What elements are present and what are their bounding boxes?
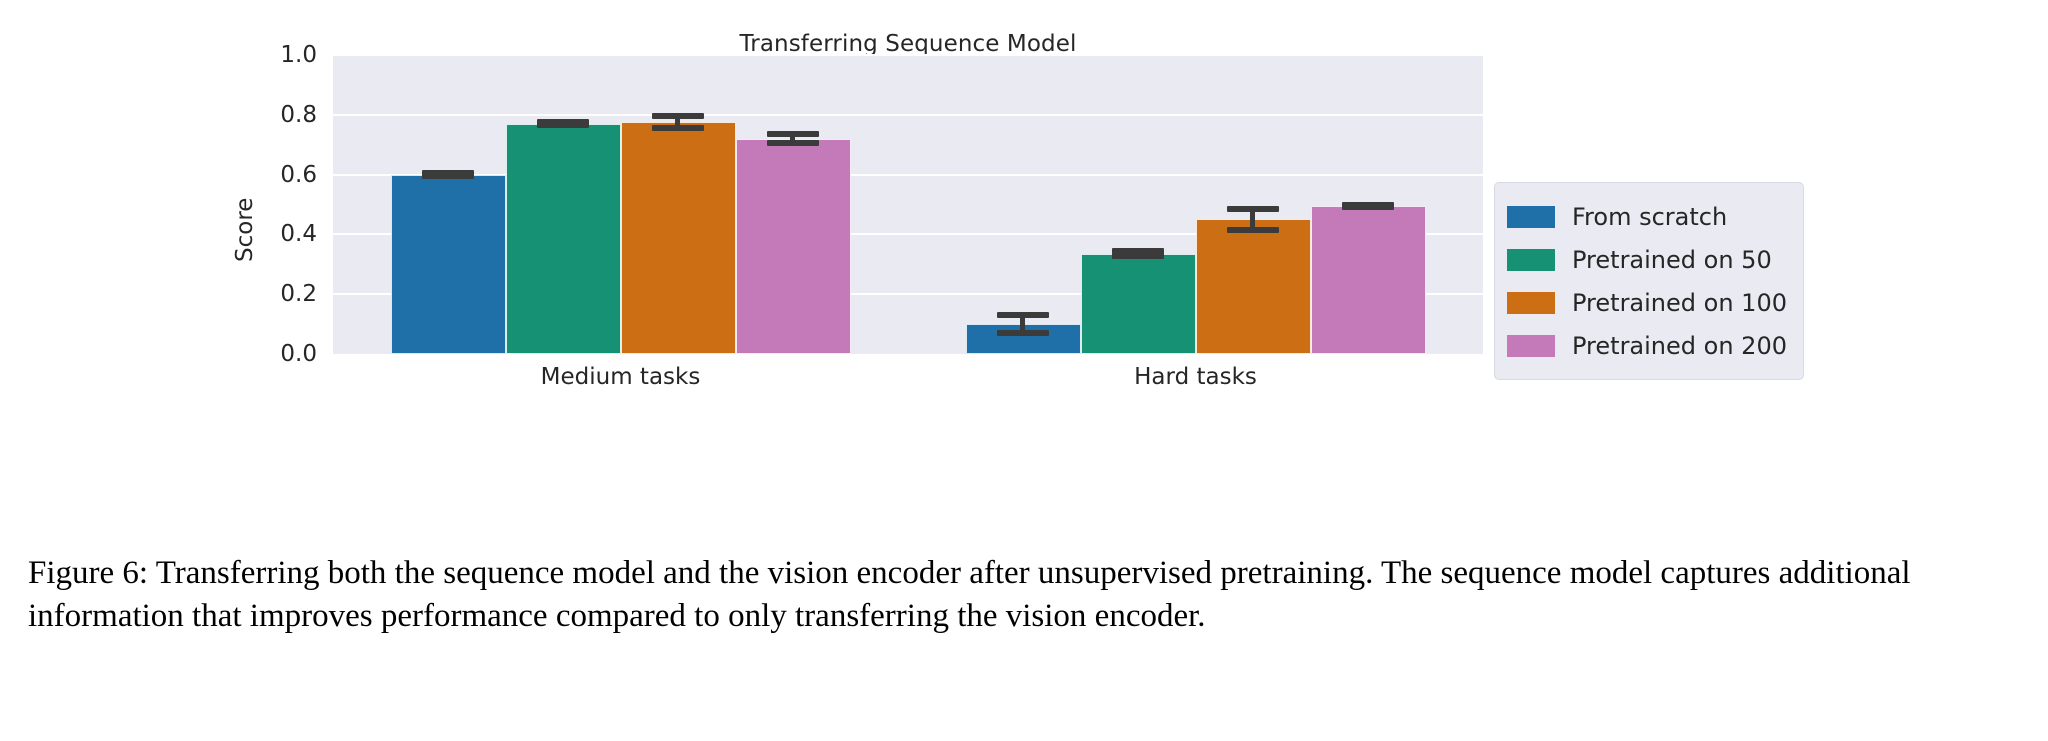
gridline bbox=[333, 173, 1483, 176]
legend-swatch bbox=[1507, 205, 1555, 228]
legend-swatch bbox=[1507, 334, 1555, 357]
gridline bbox=[333, 293, 1483, 296]
bar bbox=[1195, 219, 1311, 354]
y-tick-label: 0.0 bbox=[280, 341, 317, 367]
legend-label: Pretrained on 200 bbox=[1572, 331, 1787, 360]
y-tick-label: 1.0 bbox=[280, 42, 317, 68]
chart-title: Transferring Sequence Model bbox=[739, 31, 1077, 57]
legend-item[interactable]: Pretrained on 50 bbox=[1507, 238, 1787, 281]
gridline bbox=[333, 233, 1483, 236]
plot-area bbox=[333, 54, 1483, 354]
figure-caption: Figure 6: Transferring both the sequence… bbox=[28, 555, 1911, 634]
gridline bbox=[333, 54, 1483, 56]
legend-label: Pretrained on 50 bbox=[1572, 245, 1772, 274]
y-tick-label: 0.2 bbox=[280, 281, 317, 308]
bar bbox=[735, 138, 851, 354]
error-bar bbox=[766, 131, 820, 147]
bar bbox=[505, 123, 621, 354]
y-tick-label: 0.6 bbox=[280, 161, 317, 188]
legend-swatch bbox=[1507, 248, 1555, 271]
x-tick-label: Medium tasks bbox=[540, 364, 701, 390]
gridline bbox=[333, 113, 1483, 116]
error-bar bbox=[651, 113, 705, 132]
legend-label: From scratch bbox=[1572, 202, 1728, 231]
y-tick-label: 0.8 bbox=[280, 101, 317, 128]
error-bar bbox=[996, 312, 1050, 337]
bar bbox=[390, 174, 506, 354]
error-bar bbox=[1341, 202, 1395, 210]
legend-label: Pretrained on 100 bbox=[1572, 288, 1787, 317]
legend-swatch bbox=[1507, 291, 1555, 314]
error-bar bbox=[421, 170, 475, 180]
x-tick-label: Hard tasks bbox=[1134, 364, 1257, 390]
y-tick-label: 0.4 bbox=[280, 221, 317, 248]
legend-item[interactable]: Pretrained on 200 bbox=[1507, 324, 1787, 367]
error-bar bbox=[1226, 205, 1280, 233]
legend-item[interactable]: Pretrained on 100 bbox=[1507, 281, 1787, 324]
bar bbox=[1080, 253, 1196, 354]
legend-item[interactable]: From scratch bbox=[1507, 195, 1787, 238]
bar bbox=[1310, 206, 1426, 354]
error-bar bbox=[536, 119, 590, 129]
bar bbox=[620, 122, 736, 354]
error-bar bbox=[1111, 248, 1165, 260]
